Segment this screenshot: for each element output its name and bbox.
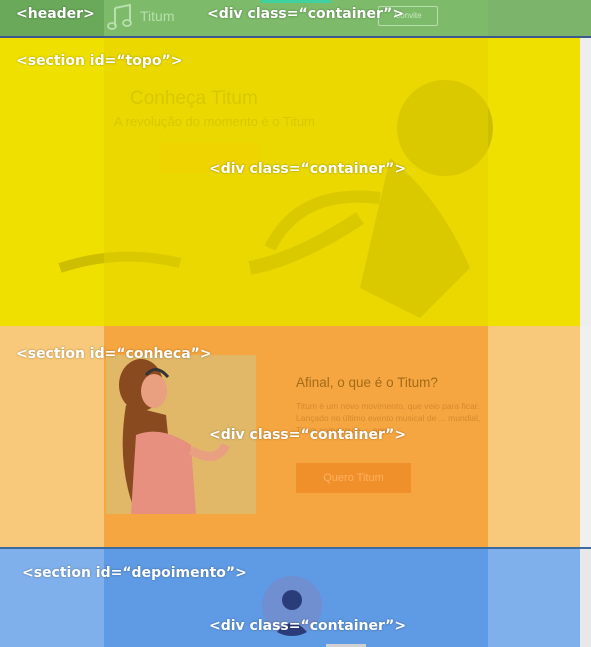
conheca-paragraph: Titum é um novo movimento, que veio para… xyxy=(296,401,481,435)
quero-titum-button[interactable]: Quero Titum xyxy=(296,463,411,493)
topo-cta-button[interactable] xyxy=(160,143,260,173)
invite-button[interactable]: Convite xyxy=(378,6,438,26)
conheca-heading: Afinal, o que é o Titum? xyxy=(296,375,438,390)
header-accent-bar xyxy=(261,0,331,3)
topo-label: <section id=“topo”> xyxy=(16,53,183,69)
depoimento-container-label: <div class=“container”> xyxy=(209,618,407,634)
header-logo-text[interactable]: Titum xyxy=(140,8,175,24)
header-bottom-border xyxy=(0,36,591,38)
girl-with-headphones-photo xyxy=(106,355,256,514)
depoimento-label: <section id=“depoimento”> xyxy=(22,565,247,581)
topo-title: Conheça Titum xyxy=(130,88,258,109)
conheca-right-edge xyxy=(580,326,591,547)
header-label: <header> xyxy=(16,6,95,22)
topo-container-region xyxy=(104,38,488,326)
depoimento-right-edge xyxy=(580,549,591,647)
testimonial-avatar xyxy=(262,576,322,636)
topo-container-label: <div class=“container”> xyxy=(209,161,407,177)
topo-right-edge xyxy=(580,38,591,326)
depoimento-top-border xyxy=(0,547,591,549)
header-right-region xyxy=(488,0,591,36)
conheca-container-label: <div class=“container”> xyxy=(209,427,407,443)
music-note-icon xyxy=(107,3,132,30)
topo-subtitle: A revolução do momento é o Titum xyxy=(114,114,315,129)
conheca-label: <section id=“conheca”> xyxy=(16,346,212,362)
header-container-label: <div class=“container”> xyxy=(207,6,405,22)
bottom-scroll-indicator xyxy=(326,644,366,647)
